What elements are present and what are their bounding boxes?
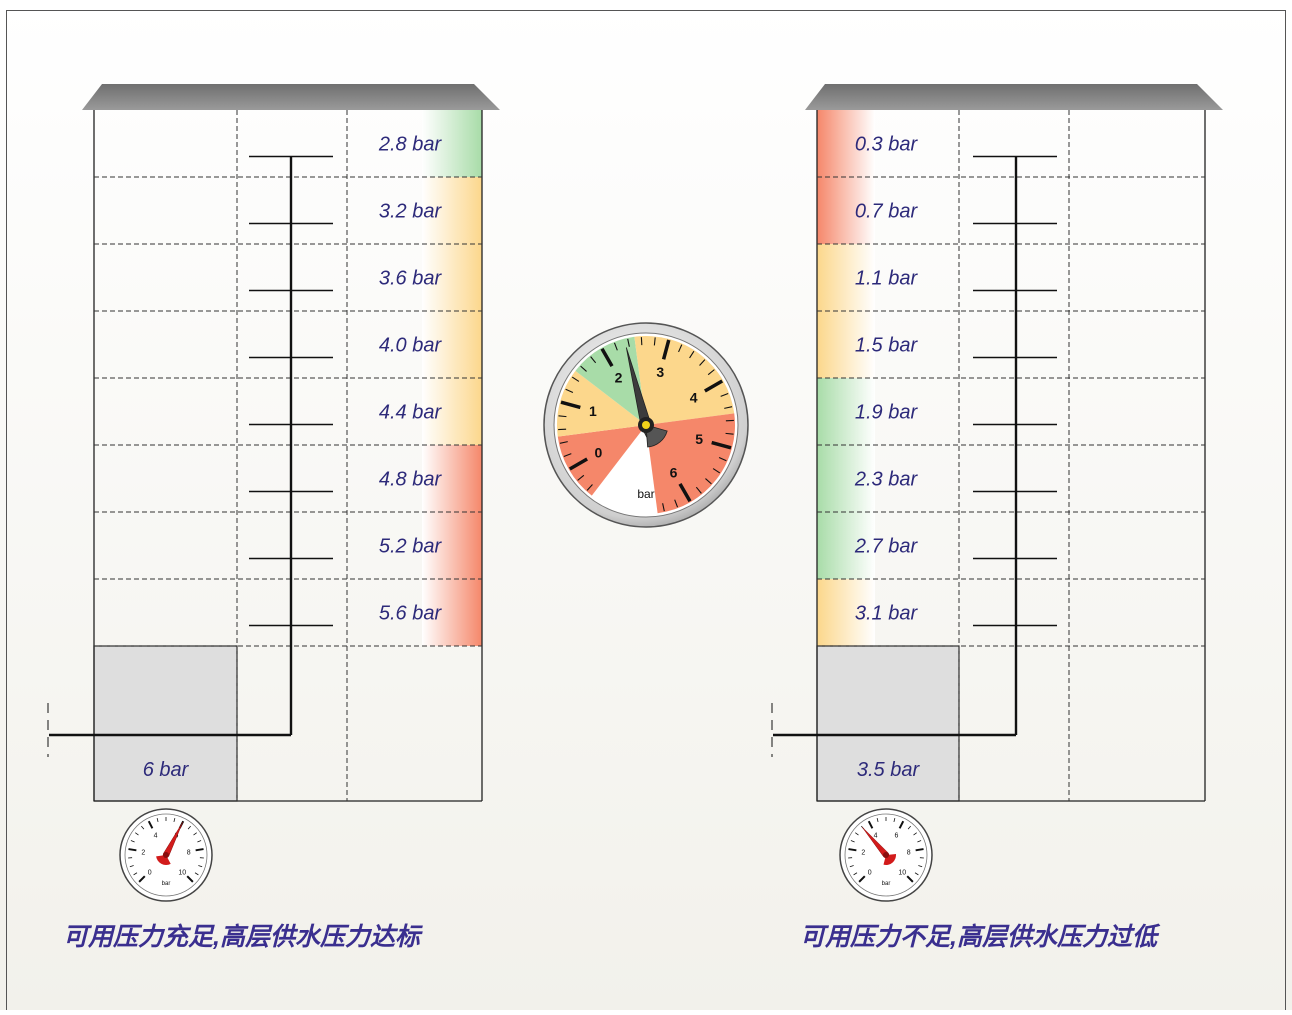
floor-pressure-label: 3.1 bar xyxy=(855,603,919,625)
center-pressure-gauge: 0 1 2 3 4 5 6 bar xyxy=(544,323,748,527)
small-gauge-hub xyxy=(883,852,889,858)
floor-pressure-label: 1.9 bar xyxy=(855,402,919,424)
gauge-tick-label: 3 xyxy=(656,364,664,380)
gauge-tick-label: 4 xyxy=(690,390,698,406)
small-gauge-tick-label: 0 xyxy=(868,869,872,876)
small-gauge-unit-label: bar xyxy=(162,881,171,887)
small-gauge-tick-label: 10 xyxy=(898,869,906,876)
floor-pressure-label: 5.2 bar xyxy=(379,536,443,558)
supply-pressure-label: 6 bar xyxy=(143,759,190,781)
floor-pressure-label: 3.6 bar xyxy=(379,268,443,290)
floor-pressure-label: 2.8 bar xyxy=(378,134,443,156)
small-gauge-tick xyxy=(128,849,136,850)
small-gauge-hub xyxy=(163,852,169,858)
small-gauge-tick xyxy=(848,849,856,850)
floor-pressure-label: 4.4 bar xyxy=(379,402,443,424)
gauge-tick-label: 1 xyxy=(589,403,597,419)
supply-pressure-label: 3.5 bar xyxy=(857,759,921,781)
gauge-hub-center xyxy=(642,421,650,429)
small-gauge-tick-label: 0 xyxy=(148,869,152,876)
floor-pressure-label: 2.7 bar xyxy=(854,536,919,558)
gauge-unit-label: bar xyxy=(637,487,654,501)
right-caption: 可用压力不足,高层供水压力过低 xyxy=(800,923,1161,951)
right-small-gauge: 0 2 4 6 8 10 bar xyxy=(840,809,932,901)
small-gauge-tick xyxy=(916,849,924,850)
small-gauge-tick-label: 4 xyxy=(874,833,878,840)
gauge-tick-label: 5 xyxy=(695,431,703,447)
gauge-tick-label: 2 xyxy=(615,369,623,385)
floor-pressure-label: 2.3 bar xyxy=(854,469,919,491)
floor-pressure-label: 4.0 bar xyxy=(379,335,443,357)
small-gauge-tick-label: 8 xyxy=(187,849,191,856)
small-gauge-tick-label: 4 xyxy=(154,833,158,840)
small-gauge-tick-label: 6 xyxy=(894,833,898,840)
floor-pressure-label: 0.3 bar xyxy=(855,134,919,156)
roof xyxy=(82,84,500,110)
floor-pressure-label: 5.6 bar xyxy=(379,603,443,625)
small-gauge-tick-label: 2 xyxy=(141,849,145,856)
small-gauge-tick-label: 2 xyxy=(861,849,865,856)
floor-pressure-label: 3.2 bar xyxy=(379,201,443,223)
small-gauge-tick-label: 8 xyxy=(907,849,911,856)
floor-pressure-label: 1.1 bar xyxy=(855,268,919,290)
gauge-tick-label: 6 xyxy=(670,465,678,481)
roof xyxy=(805,84,1223,110)
floor-pressure-label: 4.8 bar xyxy=(379,469,443,491)
small-gauge-unit-label: bar xyxy=(882,881,891,887)
small-gauge-tick-label: 10 xyxy=(178,869,186,876)
gauge-tick-label: 0 xyxy=(594,445,602,461)
floor-pressure-label: 1.5 bar xyxy=(855,335,919,357)
floor-pressure-label: 0.7 bar xyxy=(855,201,919,223)
left-caption: 可用压力充足,高层供水压力达标 xyxy=(63,923,423,951)
small-gauge-tick xyxy=(196,849,204,850)
